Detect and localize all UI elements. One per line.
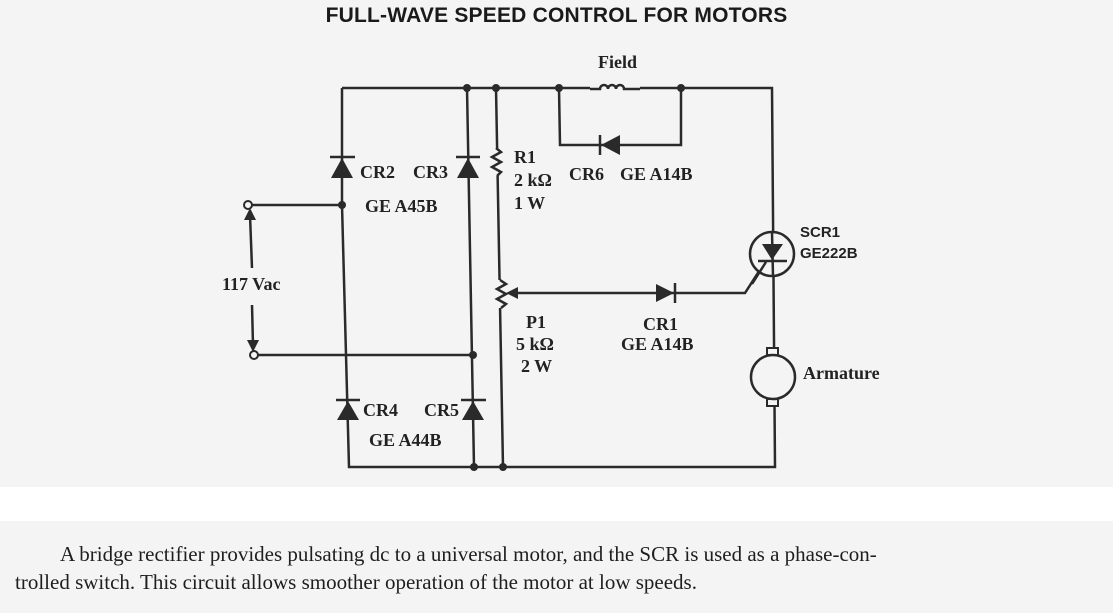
cr6-part-label: GE A14B (620, 164, 693, 184)
scr1-label: SCR1 (800, 224, 840, 241)
armature-label: Armature (803, 363, 880, 383)
cr2-label: CR2 (360, 162, 395, 182)
r1-label: R1 (514, 147, 536, 167)
resistor-r1 (489, 147, 504, 177)
caption-line-1: A bridge rectifier provides pulsating dc… (60, 542, 877, 566)
cr4-label: CR4 (363, 400, 398, 420)
cr1-label: CR1 (643, 314, 678, 334)
wires (248, 86, 777, 469)
r1-power-label: 1 W (514, 193, 545, 213)
bridge-top-part-label: GE A45B (365, 196, 438, 216)
p1-power-label: 2 W (521, 356, 552, 376)
cr5-label: CR5 (424, 400, 459, 420)
caption-line-2: trolled switch. This circuit allows smoo… (15, 570, 697, 594)
cr3-label: CR3 (413, 162, 448, 182)
diode-cr2 (330, 155, 355, 178)
ac-terminals (243, 200, 259, 360)
diagram-title: FULL-WAVE SPEED CONTROL FOR MOTORS (325, 4, 788, 27)
potentiometer-p1 (494, 278, 518, 309)
junction-dots (338, 84, 685, 471)
cr1-part-label: GE A14B (621, 334, 694, 354)
supply-voltage-label: 117 Vac (222, 274, 281, 294)
p1-value-label: 5 kΩ (516, 334, 554, 354)
p1-label: P1 (526, 312, 546, 332)
bridge-bottom-part-label: GE A44B (369, 430, 442, 450)
diode-cr4 (336, 398, 360, 420)
armature-motor (749, 347, 797, 407)
diode-cr5 (461, 398, 486, 420)
scr1-symbol (748, 230, 796, 285)
circuit-schematic: Field CR2 CR3 GE A45B R1 2 kΩ 1 W CR6 GE… (222, 52, 880, 471)
figure-caption: A bridge rectifier provides pulsating dc… (15, 540, 1105, 596)
diode-cr1 (656, 283, 677, 303)
field-coil (590, 82, 640, 94)
field-label: Field (598, 52, 637, 72)
r1-value-label: 2 kΩ (514, 170, 552, 190)
diode-cr6 (598, 135, 620, 155)
scr1-part-label: GE222B (800, 245, 858, 262)
page-separator (0, 487, 1113, 521)
diode-cr3 (456, 155, 480, 178)
cr6-label: CR6 (569, 164, 604, 184)
